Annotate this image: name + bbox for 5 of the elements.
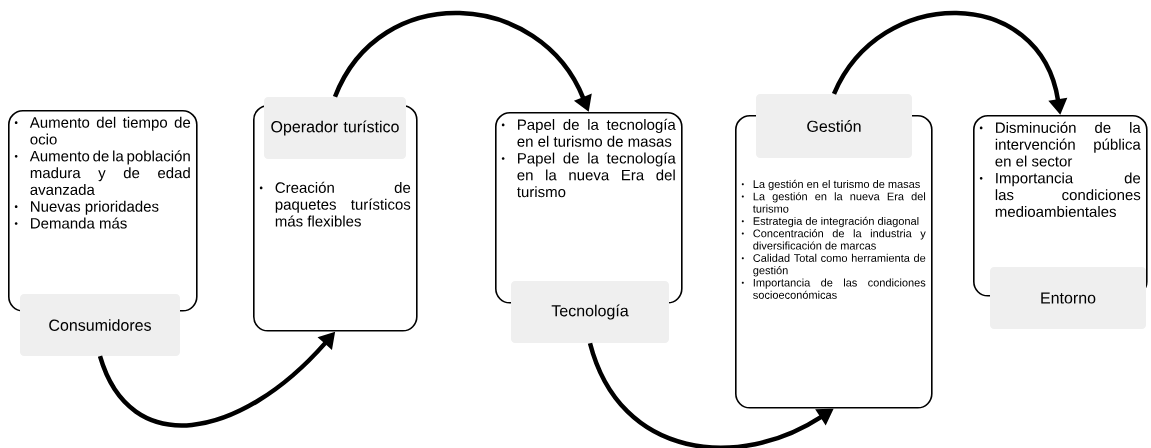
heading-box: Tecnología (511, 281, 669, 343)
heading-box: Gestión (756, 94, 912, 158)
heading-box: Operador turístico (264, 97, 406, 159)
heading-box: Entorno (990, 267, 1146, 329)
heading-box: Consumidores (20, 294, 180, 356)
